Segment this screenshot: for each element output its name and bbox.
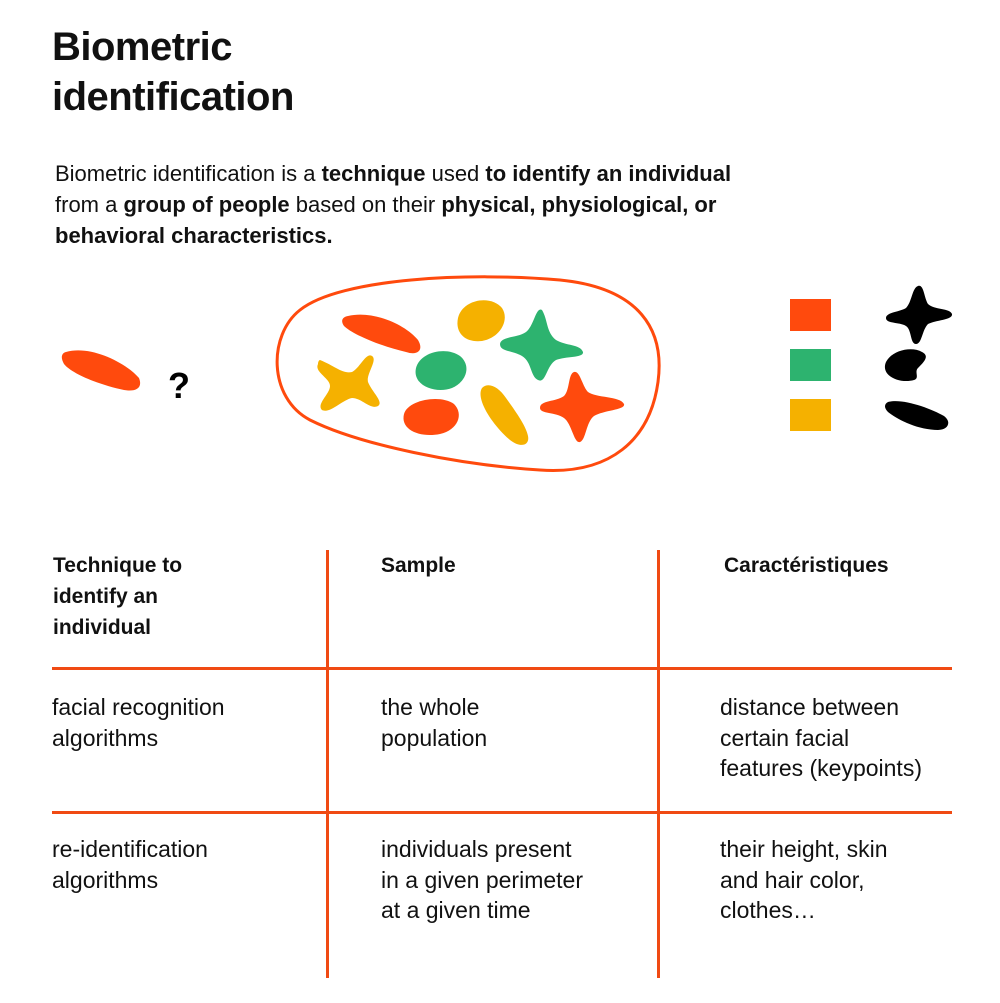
title-line-1: Biometric	[52, 25, 232, 69]
orange-stroke-shape	[342, 314, 421, 354]
page-title: Biometric identification	[52, 22, 294, 122]
green-blob-shape	[415, 351, 467, 390]
legend-swatch-orange	[790, 299, 831, 331]
cell-text: clothes…	[720, 897, 816, 923]
yellow-star-shape	[317, 355, 380, 411]
cell-text: their height, skin	[720, 836, 888, 862]
black-drop-shape	[884, 349, 926, 382]
cell-text: algorithms	[52, 724, 159, 751]
cell-text: the whole	[381, 694, 480, 720]
table-divider-horizontal-2	[52, 811, 952, 814]
green-star-shape	[500, 309, 584, 381]
header-technique-line-3: individual	[53, 616, 152, 639]
table-cell-reid-technique: re-identification algorithms	[52, 834, 208, 895]
group-outline	[275, 275, 661, 472]
cell-text: population	[381, 724, 488, 751]
table-header-sample: Sample	[381, 550, 456, 581]
legend-swatch-yellow	[790, 399, 831, 431]
yellow-blob-shape	[457, 300, 505, 342]
cell-text: at a given time	[381, 897, 531, 923]
title-line-2: identification	[52, 75, 294, 119]
table-header-technique: Technique to identify an individual	[53, 550, 182, 643]
intro-bold-identify: to identify an individual	[485, 161, 732, 186]
cell-text: distance between	[720, 694, 900, 720]
orange-star-shape	[540, 371, 625, 443]
cell-text: individuals present	[381, 836, 572, 862]
table-divider-vertical-1	[326, 550, 329, 978]
intro-text-2: used	[425, 161, 486, 186]
intro-bold-characteristics: physical, physiological, or behavioral c…	[55, 192, 717, 248]
intro-bold-group: group of people	[123, 192, 290, 217]
table-cell-reid-sample: individuals present in a given perimeter…	[381, 834, 583, 926]
cell-text: in a given perimeter	[381, 866, 583, 893]
header-characteristics-line-1: Caractéristiques	[724, 554, 889, 577]
yellow-stroke-shape	[480, 385, 529, 445]
legend-swatch-green	[790, 349, 831, 381]
lone-orange-stroke-shape	[61, 350, 141, 391]
header-sample-line-1: Sample	[381, 554, 456, 577]
table-cell-facial-characteristics: distance between certain facial features…	[720, 692, 922, 784]
table-divider-horizontal-1	[52, 667, 952, 670]
intro-text-1: Biometric identification is a	[55, 161, 322, 186]
illustration: ?	[61, 275, 953, 472]
orange-blob-shape	[403, 399, 459, 436]
table-cell-facial-sample: the whole population	[381, 692, 487, 753]
intro-text-3: from a	[55, 192, 124, 217]
table-cell-facial-technique: facial recognition algorithms	[52, 692, 225, 753]
table-header-characteristics: Caractéristiques	[724, 550, 889, 581]
cell-text: features (keypoints)	[720, 755, 922, 781]
intro-text-4: based on their	[289, 192, 442, 217]
header-technique-line-2: identify an	[53, 585, 159, 608]
table-divider-vertical-2	[657, 550, 660, 978]
header-technique-line-1: Technique to	[53, 554, 183, 577]
cell-text: algorithms	[52, 866, 159, 893]
black-star-shape	[886, 285, 953, 344]
cell-text: certain facial	[720, 724, 850, 751]
black-stroke-shape	[885, 401, 949, 430]
cell-text: facial recognition	[52, 694, 225, 720]
intro-paragraph: Biometric identification is a technique …	[55, 158, 735, 251]
table-cell-reid-characteristics: their height, skin and hair color, cloth…	[720, 834, 887, 926]
question-mark: ?	[168, 365, 190, 406]
intro-bold-technique: technique	[321, 161, 426, 186]
cell-text: and hair color,	[720, 866, 865, 893]
cell-text: re-identification	[52, 836, 208, 862]
